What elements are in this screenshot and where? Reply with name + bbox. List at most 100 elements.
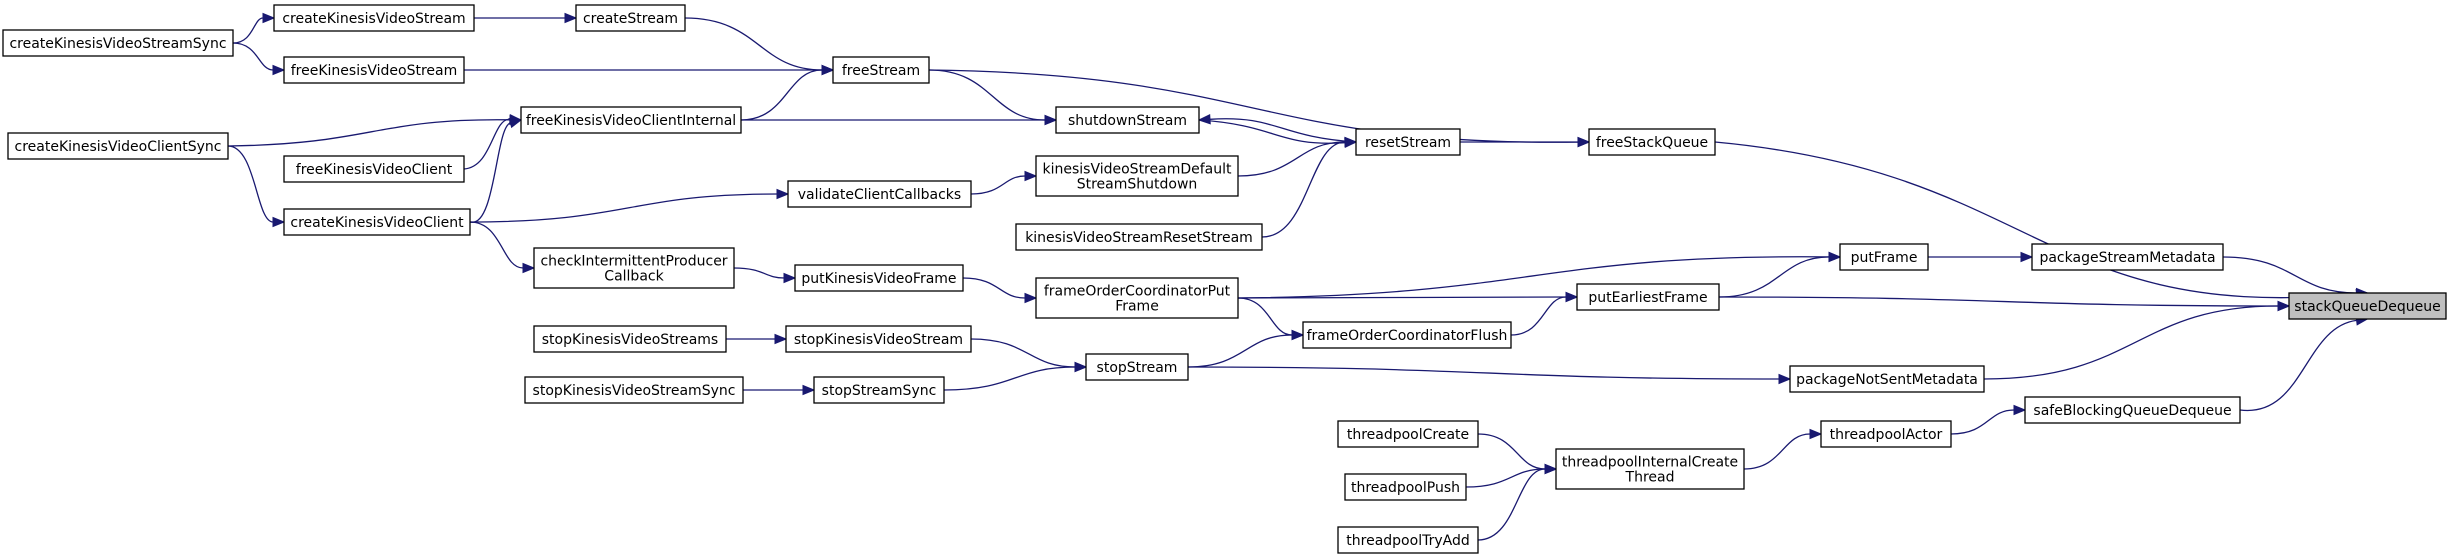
node-box [1085,353,1189,381]
arrowhead [2013,404,2027,416]
arrowhead [1577,136,1591,148]
node-put-frame[interactable]: putFrame [1839,243,1929,271]
node-stop-kinesis-video-streams[interactable]: stopKinesisVideoStreams [533,325,727,353]
node-stop-stream-sync[interactable]: stopStreamSync [813,376,945,404]
node-label: resetStream [1365,135,1451,151]
node-box [533,325,727,353]
edge-create-stream-to-free-stream [684,17,823,71]
node-threadpool-create[interactable]: threadpoolCreate [1337,420,1479,448]
node-validate-client-callbacks[interactable]: validateClientCallbacks [787,180,972,208]
node-free-kinesis-video-stream[interactable]: freeKinesisVideoStream [283,56,465,84]
node-box [7,132,229,160]
node-safe-blocking-queue-dequeue[interactable]: safeBlockingQueueDequeue [2024,396,2241,424]
arrowhead [1197,114,1211,125]
arrowhead [1828,251,1842,263]
edge-create-kinesis-video-stream-sync-to-free-kinesis-video-stream [232,42,274,71]
node-package-stream-metadata[interactable]: packageStreamMetadata [2031,243,2224,271]
node-box [1337,526,1479,554]
node-label: stackQueueDequeue [2294,299,2440,315]
node-create-kinesis-video-stream[interactable]: createKinesisVideoStream [273,4,475,32]
arrowhead [1778,373,1792,385]
node-label: createKinesisVideoStream [282,11,465,27]
node-box [1302,321,1512,349]
node-free-stream[interactable]: freeStream [832,56,930,84]
node-label: threadpoolActor [1830,427,1943,443]
node-stop-kinesis-video-stream[interactable]: stopKinesisVideoStream [785,325,972,353]
node-package-not-sent-metadata[interactable]: packageNotSentMetadata [1789,365,1985,393]
edge-stop-stream-sync-to-stop-stream [943,366,1076,391]
node-box [1588,128,1716,156]
arrowhead [262,12,276,24]
edge-stop-stream-to-frame-order-coordinator-flush [1187,334,1293,368]
node-box [794,264,964,292]
node-box [1839,243,1929,271]
node-label: createKinesisVideoClient [290,215,464,231]
node-kinesis-video-stream-reset-stream[interactable]: kinesisVideoStreamResetStream [1015,223,1263,251]
arrowhead [508,117,523,129]
edge-free-stack-queue-to-stack-queue-dequeue [1714,141,2357,299]
node-create-kinesis-video-client-sync[interactable]: createKinesisVideoClientSync [7,132,229,160]
node-create-kinesis-video-client[interactable]: createKinesisVideoClient [283,208,471,236]
node-label: putEarliestFrame [1588,290,1707,306]
node-free-kinesis-video-client-internal[interactable]: freeKinesisVideoClientInternal [520,106,742,134]
node-reset-stream[interactable]: resetStream [1355,128,1461,156]
node-threadpool-push[interactable]: threadpoolPush [1344,473,1467,501]
node-shutdown-stream[interactable]: shutdownStream [1055,106,1200,134]
arrowhead [1044,114,1058,126]
node-label: stopStreamSync [822,383,937,399]
node-box [832,56,930,84]
node-create-kinesis-video-stream-sync[interactable]: createKinesisVideoStreamSync [2,29,234,57]
node-stop-kinesis-video-stream-sync[interactable]: stopKinesisVideoStreamSync [524,376,744,404]
node-stop-stream[interactable]: stopStream [1085,353,1189,381]
edge-create-kinesis-video-stream-sync-to-create-kinesis-video-stream [232,17,264,44]
edge-free-stream-to-shutdown-stream [928,69,1046,121]
edge-create-kinesis-video-client-to-free-kinesis-video-client-internal [469,122,511,223]
arrowhead [272,216,286,228]
node-label: createStream [583,11,678,27]
node-label: packageNotSentMetadata [1796,372,1978,388]
node-label: safeBlockingQueueDequeue [2033,403,2231,419]
node-label: freeStackQueue [1596,135,1708,151]
edge-frame-order-coordinator-flush-to-put-earliest-frame [1510,296,1567,336]
node-frame-order-coordinator-flush[interactable]: frameOrderCoordinatorFlush [1302,321,1512,349]
edge-put-kinesis-video-frame-to-frame-order-coordinator-put-frame [962,277,1026,299]
edge-frame-order-coordinator-put-frame-to-frame-order-coordinator-flush [1237,297,1293,336]
edge-threadpool-internal-create-thread-to-threadpool-actor [1743,433,1811,470]
node-threadpool-actor[interactable]: threadpoolActor [1820,420,1952,448]
node-box [1035,155,1239,197]
arrowhead [272,64,286,76]
edge-free-kinesis-video-client-internal-to-free-stream [740,69,823,121]
node-label: createKinesisVideoClientSync [15,139,222,155]
node-box [2031,243,2224,271]
node-box [813,376,945,404]
node-stack-queue-dequeue[interactable]: stackQueueDequeue [2288,292,2447,320]
node-box [1576,283,1720,311]
node-threadpool-try-add[interactable]: threadpoolTryAdd [1337,526,1479,554]
edge-threadpool-try-add-to-threadpool-internal-create-thread [1477,468,1546,541]
edge-free-kinesis-video-client-to-free-kinesis-video-client-internal [463,118,511,170]
edge-create-kinesis-video-client-to-check-intermittent-producer-callback [469,221,524,269]
node-put-earliest-frame[interactable]: putEarliestFrame [1576,283,1720,311]
node-label: putFrame [1851,250,1918,266]
edge-threadpool-actor-to-safe-blocking-queue-dequeue [1950,409,2015,435]
node-put-kinesis-video-frame[interactable]: putKinesisVideoFrame [794,264,964,292]
node-label: Callback [604,269,664,285]
node-label: kinesisVideoStreamDefault [1043,162,1233,178]
arrowhead [802,384,816,396]
node-label: frameOrderCoordinatorFlush [1307,328,1508,344]
node-label: threadpoolPush [1351,480,1460,496]
node-label: freeKinesisVideoClientInternal [526,113,736,129]
node-create-stream[interactable]: createStream [575,4,686,32]
edge-reset-stream-to-shutdown-stream [1209,118,1357,143]
node-free-stack-queue[interactable]: freeStackQueue [1588,128,1716,156]
arrowhead [1565,291,1579,303]
arrowhead [1024,170,1038,182]
edge-stop-stream-to-package-not-sent-metadata [1187,366,1780,380]
arrowhead [783,272,797,284]
node-free-kinesis-video-client[interactable]: freeKinesisVideoClient [283,155,465,183]
edge-put-earliest-frame-to-put-frame [1718,256,1830,298]
